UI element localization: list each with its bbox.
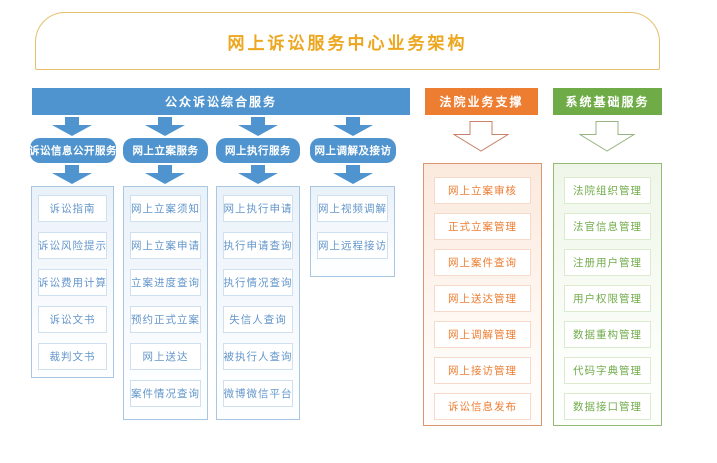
service-item: 执行申请查询 — [223, 232, 293, 259]
service-item: 诉讼费用计算 — [38, 269, 107, 296]
down-arrow-icon — [238, 165, 278, 184]
down-arrow-icon — [333, 165, 373, 184]
down-arrow-icon — [145, 117, 185, 136]
service-item: 网上立案须知 — [130, 195, 201, 222]
service-item: 诉讼指南 — [38, 195, 107, 222]
service-item: 被执行人查询 — [223, 343, 293, 370]
service-item: 网上案件查询 — [434, 249, 531, 276]
service-item: 网上立案审核 — [434, 177, 531, 204]
service-item: 诉讼信息发布 — [434, 393, 531, 420]
service-item: 代码字典管理 — [564, 357, 651, 384]
down-arrow-icon — [238, 117, 278, 136]
service-item: 网上执行申请 — [223, 195, 293, 222]
sub-header-litigation-info: 诉讼信息公开服务 — [29, 138, 117, 163]
sub-header-online-enforcement: 网上执行服务 — [216, 138, 300, 163]
service-item: 预约正式立案 — [130, 306, 201, 333]
public-services-header: 公众诉讼综合服务 — [32, 88, 410, 115]
service-item: 诉讼文书 — [38, 306, 107, 333]
service-item: 用户权限管理 — [564, 285, 651, 312]
service-item: 裁判文书 — [38, 343, 107, 370]
service-item: 网上调解管理 — [434, 321, 531, 348]
down-arrow-outline-icon — [452, 121, 510, 152]
service-item: 立案进度查询 — [130, 269, 201, 296]
online-filing-panel: 网上立案须知 网上立案申请 立案进度查询 预约正式立案 网上送达 案件情况查询 — [123, 186, 208, 420]
service-item: 诉讼风险提示 — [38, 232, 107, 259]
service-item: 数据重构管理 — [564, 321, 651, 348]
service-item: 执行情况查询 — [223, 269, 293, 296]
court-support-header: 法院业务支撑 — [425, 88, 538, 115]
sub-header-mediation-visit: 网上调解及接访 — [310, 138, 396, 163]
service-item: 网上立案申请 — [130, 232, 201, 259]
service-item: 网上送达 — [130, 343, 201, 370]
service-item: 网上送达管理 — [434, 285, 531, 312]
service-item: 数据接口管理 — [564, 393, 651, 420]
service-item: 正式立案管理 — [434, 213, 531, 240]
system-services-header: 系统基础服务 — [553, 88, 662, 115]
down-arrow-outline-icon — [578, 121, 636, 152]
down-arrow-icon — [333, 117, 373, 136]
page-title: 网上诉讼服务中心业务架构 — [227, 33, 468, 53]
service-item: 网上远程接访 — [317, 232, 388, 259]
service-item: 法院组织管理 — [564, 177, 651, 204]
service-item: 网上接访管理 — [434, 357, 531, 384]
service-item: 注册用户管理 — [564, 249, 651, 276]
down-arrow-icon — [52, 117, 92, 136]
down-arrow-icon — [52, 165, 92, 184]
diagram-title-frame: 网上诉讼服务中心业务架构 — [35, 12, 660, 70]
service-item: 法官信息管理 — [564, 213, 651, 240]
service-item: 失信人查询 — [223, 306, 293, 333]
service-item: 案件情况查询 — [130, 380, 201, 407]
sub-header-online-filing: 网上立案服务 — [123, 138, 208, 163]
system-services-panel: 法院组织管理 法官信息管理 注册用户管理 用户权限管理 数据重构管理 代码字典管… — [553, 163, 662, 426]
service-item: 微博微信平台 — [223, 380, 293, 407]
court-support-panel: 网上立案审核 正式立案管理 网上案件查询 网上送达管理 网上调解管理 网上接访管… — [423, 163, 542, 426]
online-enforcement-panel: 网上执行申请 执行申请查询 执行情况查询 失信人查询 被执行人查询 微博微信平台 — [216, 186, 300, 420]
service-item: 网上视频调解 — [317, 195, 388, 222]
litigation-info-panel: 诉讼指南 诉讼风险提示 诉讼费用计算 诉讼文书 裁判文书 — [31, 186, 114, 378]
down-arrow-icon — [145, 165, 185, 184]
mediation-visit-panel: 网上视频调解 网上远程接访 — [310, 186, 395, 277]
